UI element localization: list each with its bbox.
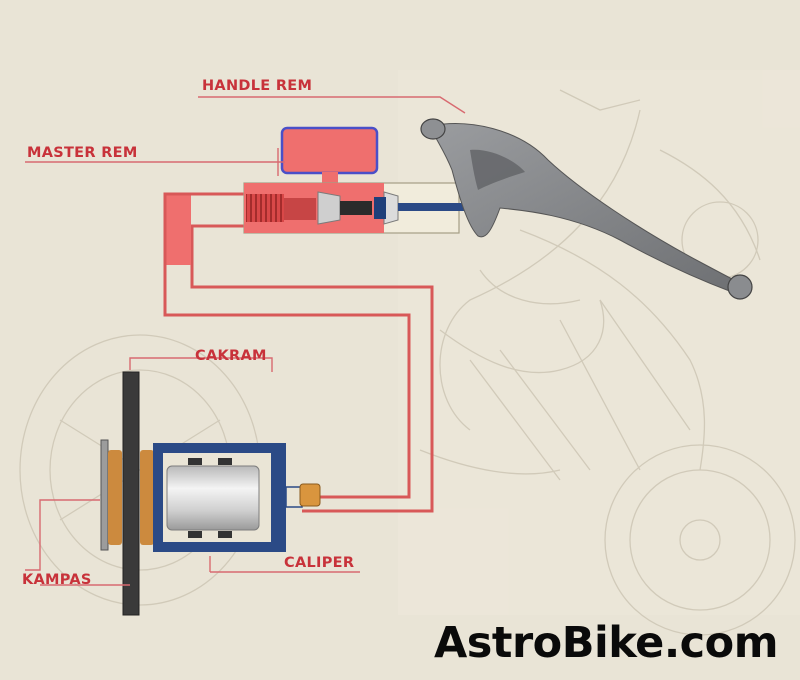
caliper-piston-icon <box>153 443 321 552</box>
label-handle-rem: HANDLE REM <box>202 78 313 94</box>
watermark-logo: AstroBike.com <box>434 618 778 668</box>
leader-lines <box>25 96 466 586</box>
master-cylinder-icon <box>243 126 468 234</box>
brake-lever-icon <box>420 118 753 300</box>
label-caliper: CALIPER <box>284 555 355 571</box>
brake-pads <box>108 450 154 545</box>
brake-hose <box>163 192 434 513</box>
brake-disc-icon <box>100 371 140 616</box>
label-cakram: CAKRAM <box>195 348 267 364</box>
label-kampas: KAMPAS <box>22 572 92 588</box>
label-master-rem: MASTER REM <box>27 145 138 161</box>
